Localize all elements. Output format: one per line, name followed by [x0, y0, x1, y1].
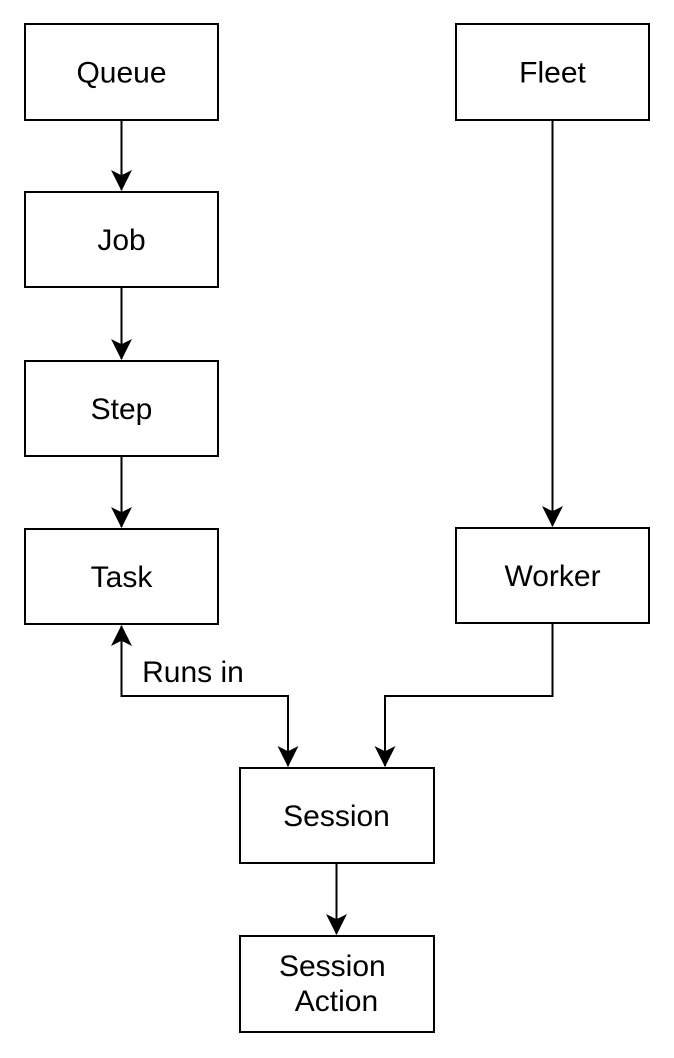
node-task-box [24, 528, 219, 625]
node-fleet-box [455, 23, 650, 121]
node-queue-label: Queue [76, 57, 166, 90]
node-session-action: Session Action [239, 935, 435, 1033]
node-worker: Worker [455, 527, 650, 624]
node-fleet: Fleet [455, 23, 650, 121]
node-job-box [24, 191, 219, 288]
node-task: Task [24, 528, 219, 625]
node-session: Session [239, 767, 435, 864]
edge-worker-session [374, 623, 554, 767]
node-fleet-label: Fleet [519, 57, 586, 90]
node-queue-box [24, 23, 219, 121]
node-step-label: Step [91, 393, 153, 426]
node-session-action-label-line2: Action [295, 985, 378, 1018]
node-session-label: Session [283, 800, 390, 833]
node-step: Step [24, 360, 219, 457]
edge-label-runs-in: Runs in [142, 656, 244, 689]
node-worker-box [455, 527, 650, 624]
node-queue: Queue [24, 23, 219, 121]
node-session-action-label: Session Action [279, 950, 394, 1018]
edge-task-session [111, 625, 299, 767]
node-session-action-label-line1: Session [279, 950, 386, 983]
node-worker-label: Worker [504, 560, 600, 593]
node-job-label: Job [97, 224, 145, 257]
node-session-box [239, 767, 435, 864]
node-step-box [24, 360, 219, 457]
node-task-label: Task [91, 561, 154, 594]
node-session-action-box [239, 935, 435, 1033]
node-job: Job [24, 191, 219, 288]
